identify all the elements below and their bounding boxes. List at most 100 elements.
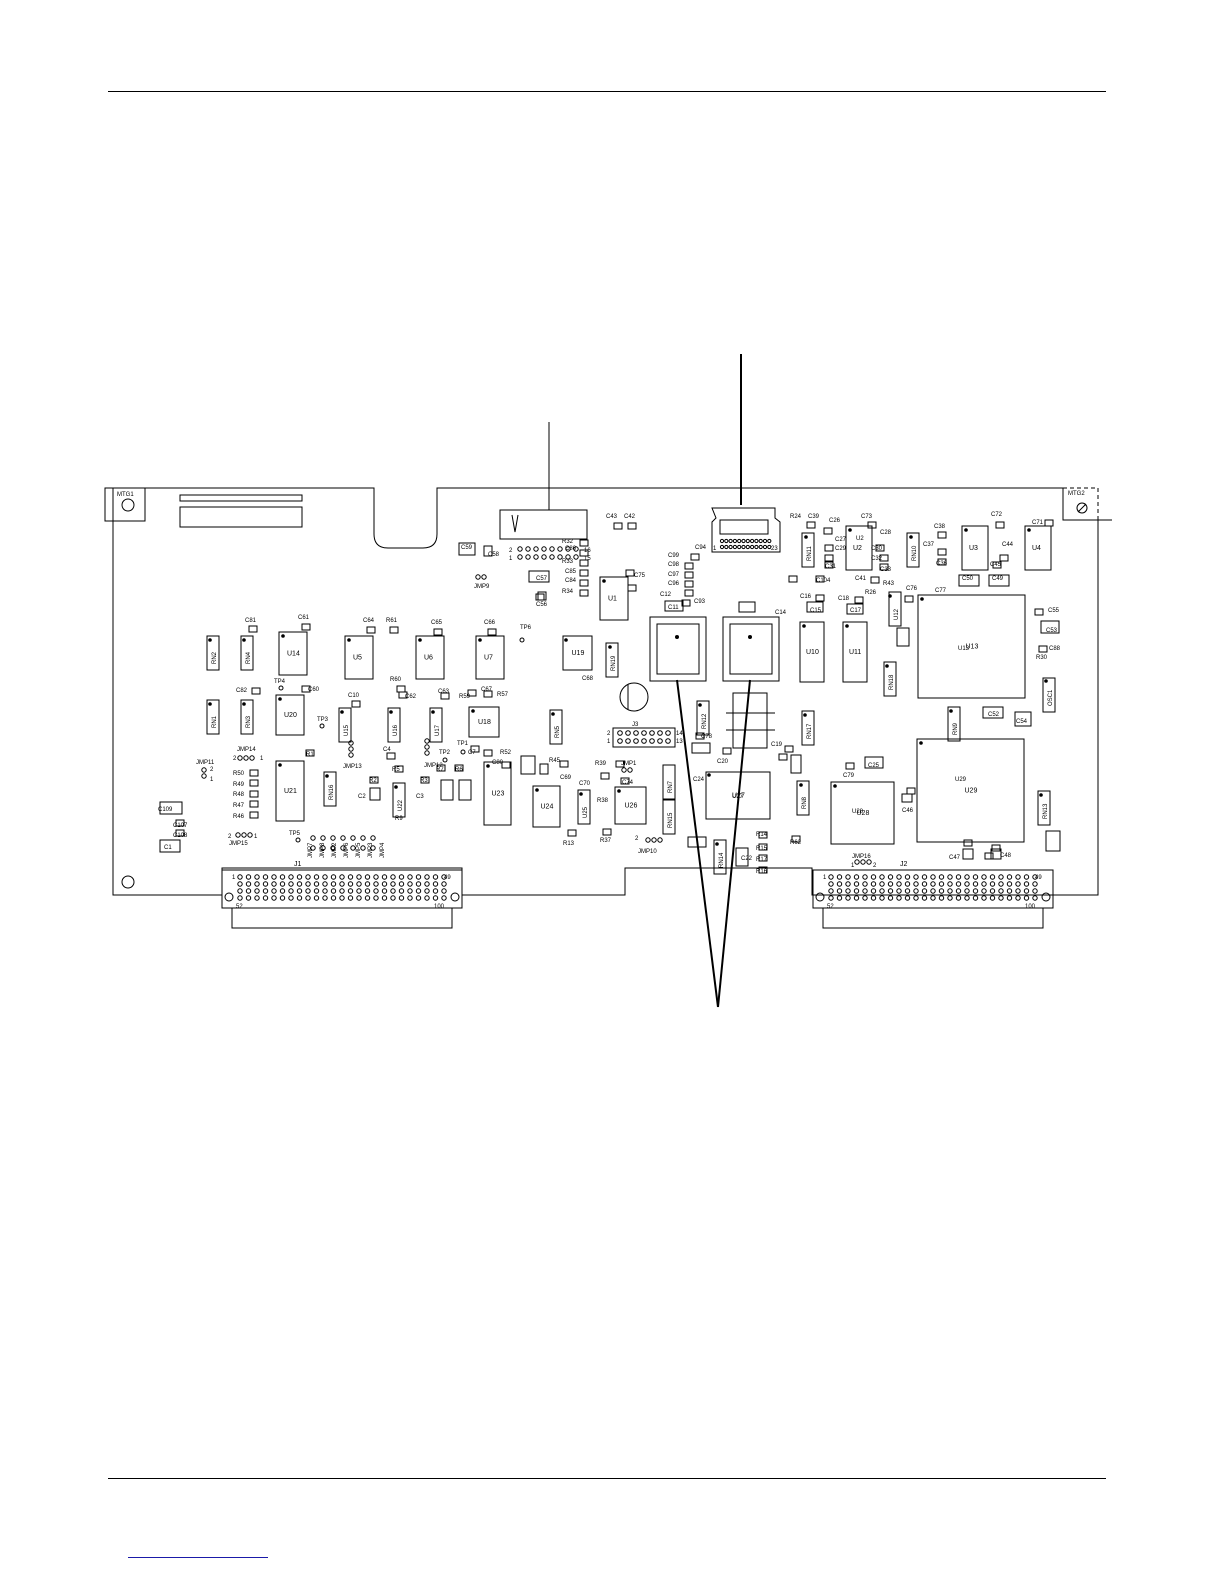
label-c12: C12 xyxy=(660,592,672,598)
socket-pin xyxy=(724,544,729,550)
passive-pad xyxy=(615,760,625,768)
socket-pin xyxy=(762,544,768,550)
part-c6 xyxy=(458,779,472,801)
passive-pad xyxy=(906,787,916,795)
j2-pin xyxy=(989,881,996,887)
part-c2 xyxy=(369,787,381,801)
label-u25: U25 xyxy=(583,806,589,818)
j2-pin xyxy=(998,895,1004,901)
passive-pad xyxy=(815,594,825,602)
j2-pin xyxy=(964,895,970,901)
pin1-marker xyxy=(617,789,621,793)
label-j3-pin13: 13 xyxy=(676,739,683,745)
j1-pin xyxy=(305,881,311,887)
passive-pad xyxy=(870,576,880,584)
passive-pad xyxy=(758,866,768,874)
j2-pin xyxy=(862,874,868,880)
j2-pin xyxy=(930,874,936,880)
ic-u23 xyxy=(483,761,512,826)
passive-pad xyxy=(249,811,259,819)
j1-pin xyxy=(364,888,371,894)
label-c49: C49 xyxy=(992,576,1004,582)
label-tp6: TP6 xyxy=(520,625,532,631)
label-u23: U23 xyxy=(492,791,505,798)
j2-pin xyxy=(981,881,987,887)
part-rn17 xyxy=(801,710,815,746)
mtg2-hole-mark xyxy=(1077,503,1087,513)
jumper-pin xyxy=(424,738,430,744)
label-r46: R46 xyxy=(233,814,245,820)
j1-pin xyxy=(424,888,430,894)
j1-pin xyxy=(254,895,260,901)
label-rn10: RN10 xyxy=(912,545,918,561)
label-u28: U28 xyxy=(852,809,864,815)
label-r38: R38 xyxy=(597,798,609,804)
j2-pin xyxy=(887,874,894,880)
j1-pin xyxy=(254,874,260,880)
header-pin xyxy=(525,546,531,552)
jumper-pin xyxy=(360,835,366,841)
label-c16: C16 xyxy=(800,594,812,600)
j2-pin xyxy=(1023,888,1030,894)
jumper-pin xyxy=(866,859,872,865)
label-u28: U28 xyxy=(857,810,870,817)
j1-pin xyxy=(288,895,294,901)
j2-pin xyxy=(853,874,860,880)
label-r39: R39 xyxy=(595,761,607,767)
ic-u19 xyxy=(562,635,593,671)
label-c19: C19 xyxy=(771,742,783,748)
label-c71: C71 xyxy=(1032,520,1044,526)
j1-pin xyxy=(432,874,439,880)
pin1-marker xyxy=(347,638,351,642)
jumper-pin xyxy=(475,574,481,580)
label-c15: C15 xyxy=(810,608,822,614)
j2-pin xyxy=(998,881,1004,887)
label-c65: C65 xyxy=(431,620,443,626)
j2-pin xyxy=(1006,874,1013,880)
passive-pad xyxy=(175,819,185,827)
j1-pin xyxy=(296,874,303,880)
ic-u10 xyxy=(799,621,825,683)
jumper-pin xyxy=(340,845,346,851)
j1-pin xyxy=(339,874,345,880)
label-j3-pin14: 14 xyxy=(676,731,683,737)
j2-pin-1: 1 xyxy=(823,875,827,881)
tp5-point xyxy=(295,837,301,843)
j1-pin xyxy=(415,888,422,894)
j2-pin xyxy=(1015,888,1021,894)
label-u26: U26 xyxy=(625,803,638,810)
label-u5: U5 xyxy=(353,655,362,662)
mtg2-keepout xyxy=(1062,487,1099,521)
j2-pin xyxy=(921,895,928,901)
part-c15 xyxy=(806,601,824,613)
label-c37: C37 xyxy=(923,542,935,548)
j2-pin xyxy=(845,874,851,880)
j1-pin xyxy=(407,888,413,894)
label-c52: C52 xyxy=(988,712,1000,718)
footer-link-underline[interactable] xyxy=(128,1557,268,1558)
header-pin xyxy=(549,546,555,552)
passive-pad xyxy=(879,554,889,562)
label-r49: R49 xyxy=(233,782,245,788)
j2-pin xyxy=(930,888,936,894)
part-rn3 xyxy=(240,699,254,735)
j2-pin xyxy=(887,895,894,901)
socket-pin xyxy=(750,544,755,550)
j1-pin xyxy=(398,895,405,901)
j2-pin xyxy=(1006,881,1013,887)
label-u15: U15 xyxy=(344,724,350,736)
label-rn9: RN9 xyxy=(953,722,959,735)
j1-pin xyxy=(262,881,269,887)
top-socket-body xyxy=(711,507,781,553)
j1-pin xyxy=(373,895,379,901)
label-r47: R47 xyxy=(233,803,245,809)
label-rn13: RN13 xyxy=(1043,803,1049,819)
j2-pin xyxy=(887,881,894,887)
j1-pin xyxy=(407,895,413,901)
label-jmp16: JMP16 xyxy=(852,854,871,860)
j1-pin xyxy=(330,888,337,894)
passive-pad xyxy=(248,625,258,633)
socket-pin xyxy=(724,538,729,544)
ic-u14 xyxy=(278,631,308,676)
